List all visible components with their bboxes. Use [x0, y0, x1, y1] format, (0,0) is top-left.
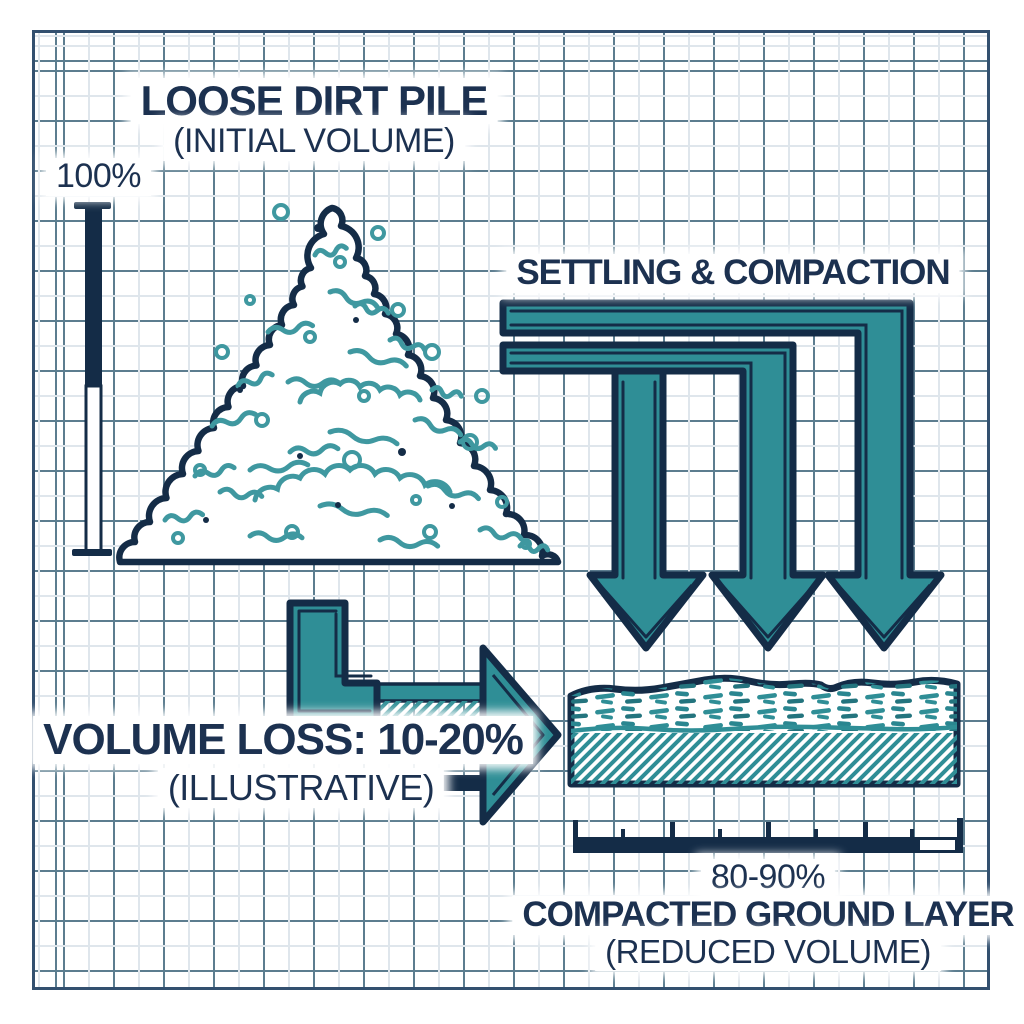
settling-arrows-illustration — [499, 299, 945, 652]
gauge-percent-label: 100% — [46, 158, 151, 196]
volume-loss-title: VOLUME LOSS: 10-20% — [33, 716, 533, 765]
compacted-subtitle: (REDUCED VOLUME) — [595, 934, 941, 971]
pile-subtitle: (INITIAL VOLUME) — [163, 123, 465, 161]
compacted-ground-layer-illustration — [568, 678, 962, 786]
volume-loss-subtitle: (ILLUSTRATIVE) — [157, 768, 445, 808]
compacted-scale-label: 80-90% — [700, 859, 836, 897]
pile-title: LOOSE DIRT PILE — [130, 78, 498, 125]
compacted-title: COMPACTED GROUND LAYER — [512, 896, 1024, 935]
initial-volume-gauge — [72, 202, 112, 556]
loose-dirt-pile-illustration — [116, 203, 562, 566]
reduced-volume-scale — [573, 818, 963, 853]
diagram-frame-border — [32, 30, 990, 990]
settling-title: SETTLING & COMPACTION — [506, 254, 960, 293]
